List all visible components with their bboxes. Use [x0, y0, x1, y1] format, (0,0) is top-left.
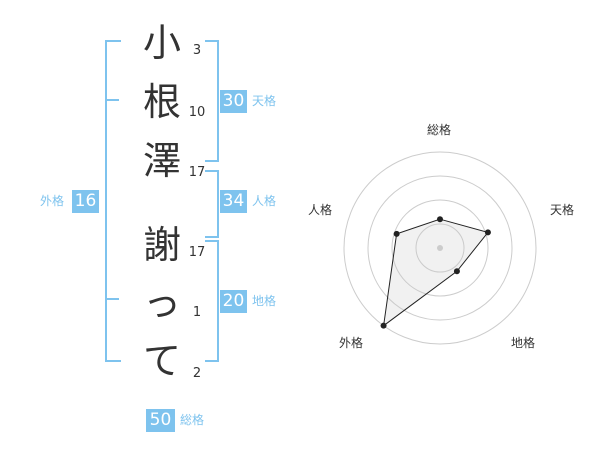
soukaku-label: 総格 [180, 413, 205, 427]
name-char-6: て [142, 339, 181, 383]
chikaku-bracket [205, 240, 219, 362]
radar-grid-ring [367, 175, 513, 321]
name-char-2: 根 [142, 80, 181, 124]
chikaku-label: 地格 [252, 294, 277, 308]
soukaku-value-badge: 50 [146, 409, 175, 432]
radar-axis-label-soukaku: 総格 [427, 123, 452, 137]
stroke-count-3: 17 [188, 165, 206, 180]
jinkaku-value-badge: 34 [220, 190, 247, 213]
tenkaku-bracket [205, 40, 219, 162]
radar-axis-label-gaikaku: 外格 [339, 336, 364, 350]
stroke-count-4: 17 [188, 245, 206, 260]
tenkaku-label: 天格 [252, 94, 277, 108]
name-char-3: 澤 [142, 139, 181, 183]
inner-left-tick-top [105, 99, 119, 101]
gaikaku-bracket [105, 40, 121, 362]
radar-center-point [437, 245, 443, 251]
jinkaku-bracket [205, 170, 219, 238]
inner-left-tick-bottom [105, 298, 119, 300]
name-char-1: 小 [142, 21, 181, 65]
chikaku-value-badge: 20 [220, 290, 247, 313]
gaikaku-value-badge: 16 [72, 190, 99, 213]
stroke-count-1: 3 [192, 43, 202, 58]
radar-data-point [453, 268, 460, 275]
tenkaku-value-badge: 30 [220, 90, 247, 113]
radar-axis-label-jinkaku: 人格 [308, 203, 333, 217]
radar-grid-ring [343, 151, 537, 345]
name-char-4: 謝 [142, 223, 181, 267]
radar-data-polygon [382, 218, 489, 327]
radar-axis-label-chikaku: 地格 [511, 336, 536, 350]
radar-data-point [484, 229, 491, 236]
radar-data-point [380, 322, 387, 329]
stroke-count-2: 10 [188, 105, 206, 120]
radar-data-point [393, 230, 400, 237]
jinkaku-label: 人格 [252, 194, 277, 208]
stroke-count-6: 2 [192, 366, 202, 381]
radar-grid-ring [415, 223, 465, 273]
radar-axis-label-tenkaku: 天格 [550, 203, 575, 217]
stroke-count-5: 1 [192, 305, 202, 320]
name-char-5: っ [142, 281, 181, 325]
radar-grid-ring [391, 199, 489, 297]
radar-chart [343, 151, 537, 345]
radar-data-point [437, 216, 443, 223]
gaikaku-label: 外格 [40, 194, 65, 208]
